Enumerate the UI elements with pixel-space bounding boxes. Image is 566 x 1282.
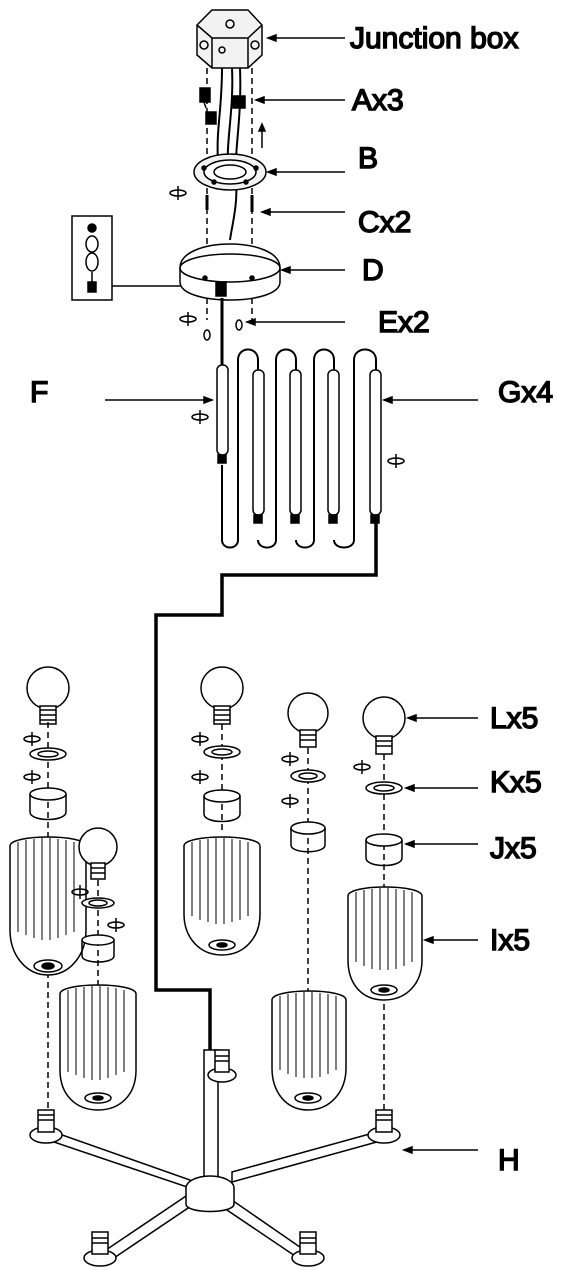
ring-k: [81, 897, 115, 909]
rotate-icon: [281, 794, 299, 808]
label-l: Lx5: [490, 702, 538, 735]
shade-i: [271, 990, 347, 1111]
rotate-icon: [179, 312, 197, 326]
rotate-icon: [191, 410, 209, 424]
label-junction-box: Junction box: [350, 22, 518, 55]
junction-box-part: [196, 9, 263, 69]
rod-g: [289, 369, 302, 524]
cup-j: [365, 833, 403, 867]
label-a: Ax3: [352, 84, 404, 117]
ring-k: [29, 747, 67, 761]
cup-j: [203, 789, 241, 823]
wire-connector-a: [199, 87, 246, 125]
lamp-body-h: [29, 1049, 401, 1267]
rod-g: [252, 369, 265, 524]
cup-j: [29, 787, 67, 821]
rod-g: [369, 369, 382, 524]
label-k: Kx5: [490, 766, 542, 799]
label-g: Gx4: [498, 376, 553, 409]
ring-k: [290, 769, 326, 783]
rotate-icon: [107, 918, 125, 932]
shade-i: [59, 984, 137, 1111]
rotate-icon: [169, 186, 187, 200]
shade-i: [183, 836, 261, 956]
cup-j: [290, 821, 326, 853]
rod-set-g: [221, 348, 377, 549]
rotate-icon: [353, 760, 371, 774]
rotate-icon: [23, 732, 41, 746]
screw-c: [205, 195, 254, 212]
rotate-icon: [191, 732, 209, 746]
label-b: B: [358, 142, 378, 175]
label-d: D: [362, 254, 384, 287]
ring-k: [203, 745, 241, 759]
cup-j: [81, 934, 115, 963]
rotate-icon: [281, 752, 299, 766]
rotate-icon: [387, 454, 405, 468]
bulb-l: [200, 666, 244, 725]
hook-inset: [71, 215, 113, 301]
label-h: H: [498, 1144, 520, 1177]
rod-f: [216, 364, 229, 464]
shade-i: [347, 886, 423, 1001]
label-j: Jx5: [490, 832, 537, 865]
ring-k: [365, 781, 403, 795]
bulb-l: [26, 666, 70, 725]
shade-i: [9, 836, 87, 976]
bulb-l: [287, 692, 329, 748]
cap-nut-e: [203, 319, 243, 341]
label-e: Ex2: [378, 306, 430, 339]
rotate-icon: [23, 770, 41, 784]
rotate-icon: [191, 770, 209, 784]
rotate-icon: [71, 885, 89, 899]
label-f: F: [30, 376, 48, 409]
mounting-bracket-b: [193, 153, 267, 191]
rod-g: [327, 369, 340, 524]
bulb-l: [362, 696, 406, 755]
label-i: Ix5: [490, 924, 530, 957]
label-c: Cx2: [358, 206, 411, 239]
cord-to-body: [154, 523, 378, 1050]
bulb-l: [78, 827, 118, 880]
canopy-d: [179, 243, 281, 301]
